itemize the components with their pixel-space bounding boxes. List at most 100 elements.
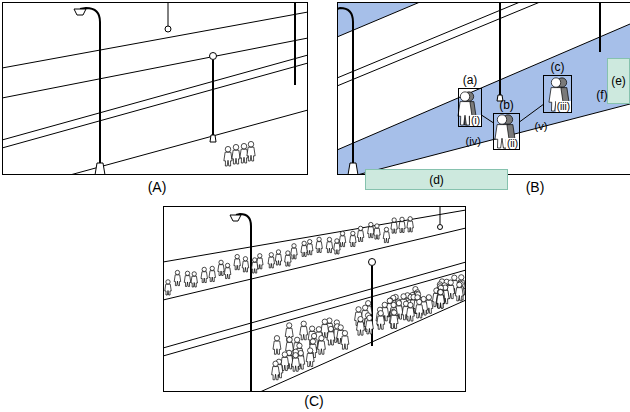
figure-body xyxy=(165,284,171,295)
rail-line xyxy=(337,2,520,78)
figure-head xyxy=(310,339,315,344)
figure-head xyxy=(438,289,443,294)
figure-head xyxy=(316,327,321,332)
pedestrian-figure xyxy=(201,267,207,282)
figure-body xyxy=(383,232,389,243)
figure-head xyxy=(241,143,247,149)
rail-line xyxy=(2,63,308,148)
figure-head xyxy=(375,224,379,228)
pedestrian-figure xyxy=(406,302,414,321)
panel-frame xyxy=(3,3,308,175)
figure-head xyxy=(340,231,344,235)
figure-head xyxy=(322,319,327,324)
road-edge xyxy=(337,24,630,150)
figure-body xyxy=(365,321,373,334)
pedestrian-figure xyxy=(291,244,297,259)
figure-body xyxy=(301,246,307,257)
figure-head xyxy=(319,336,324,341)
road-edge xyxy=(337,2,420,37)
scene-b xyxy=(337,2,630,175)
road-edge xyxy=(2,12,308,68)
figure-head xyxy=(287,323,292,328)
figure-body xyxy=(275,254,281,265)
scene-c xyxy=(163,206,466,392)
pedestrian-figure xyxy=(390,310,398,329)
post-base xyxy=(210,135,216,142)
lamp-head xyxy=(165,26,171,32)
curb-line xyxy=(357,104,630,175)
figure-body xyxy=(285,255,291,266)
pedestrian-figure xyxy=(184,271,190,286)
figure-body xyxy=(209,271,215,282)
figure-head xyxy=(438,289,443,294)
figure-head xyxy=(297,343,302,348)
pedestrian-figure xyxy=(224,263,230,278)
figure-head xyxy=(302,241,306,245)
lamp-post xyxy=(212,60,214,140)
figure-body xyxy=(292,358,300,371)
figure-head xyxy=(391,302,396,307)
figure-head xyxy=(286,251,290,255)
figure-head xyxy=(338,325,343,330)
figure-head xyxy=(202,267,206,271)
figure-head xyxy=(328,326,333,331)
figure-head xyxy=(363,305,368,310)
figure-body xyxy=(406,308,414,321)
figure-body xyxy=(326,242,332,253)
figure-body xyxy=(437,295,445,308)
pedestrian-figure xyxy=(374,224,380,239)
pedestrian-figure xyxy=(437,290,445,309)
pedestrian-figure xyxy=(234,254,240,269)
figure-body xyxy=(455,288,463,301)
region-bar: (e) xyxy=(607,58,630,104)
pedestrian-figure xyxy=(272,361,280,380)
figure-head xyxy=(235,254,239,258)
figure-body xyxy=(251,262,257,273)
figure-head xyxy=(369,222,373,226)
figure-head xyxy=(301,321,306,326)
figure-body xyxy=(357,322,365,335)
figure-body xyxy=(327,332,335,345)
figure-body xyxy=(436,295,444,308)
figure-body xyxy=(306,244,312,255)
figure-head xyxy=(192,272,196,276)
figure-body xyxy=(350,236,356,247)
lamp-head xyxy=(230,215,241,221)
figure-body xyxy=(242,261,248,272)
pedestrian-figure xyxy=(247,141,255,161)
figure-head xyxy=(292,244,296,248)
pedestrian-figure xyxy=(334,239,340,254)
figure-body xyxy=(308,332,316,345)
pedestrian-figure xyxy=(365,315,373,334)
region-label: (e) xyxy=(611,74,626,88)
lamp-post xyxy=(337,8,353,172)
figure-body xyxy=(184,276,190,287)
tracklet-box: (c)(iii) xyxy=(543,75,572,113)
figure-body xyxy=(390,315,398,328)
rail-line xyxy=(163,270,466,356)
figure-head xyxy=(400,217,404,221)
figure-body xyxy=(306,353,314,366)
figure-head xyxy=(293,353,298,358)
box-label: (b) xyxy=(499,98,514,112)
pedestrian-figure xyxy=(273,336,281,355)
figure-body xyxy=(174,275,180,286)
lamp-post xyxy=(499,2,501,98)
box-label: (c) xyxy=(551,60,565,74)
pedestrian-figure xyxy=(242,257,248,272)
figure-head xyxy=(233,144,239,150)
figure-head xyxy=(426,295,431,300)
figure-head xyxy=(219,260,223,264)
figure-head xyxy=(448,280,453,285)
figure-head xyxy=(391,309,396,314)
pedestrian-figure xyxy=(316,237,322,252)
figure-body xyxy=(357,231,363,242)
lamp-head xyxy=(369,259,376,266)
figure-head xyxy=(396,300,401,305)
pedestrian-figure xyxy=(306,348,314,367)
figure-head xyxy=(351,231,355,235)
figure-body xyxy=(247,147,255,161)
pedestrian-figure xyxy=(415,299,423,318)
